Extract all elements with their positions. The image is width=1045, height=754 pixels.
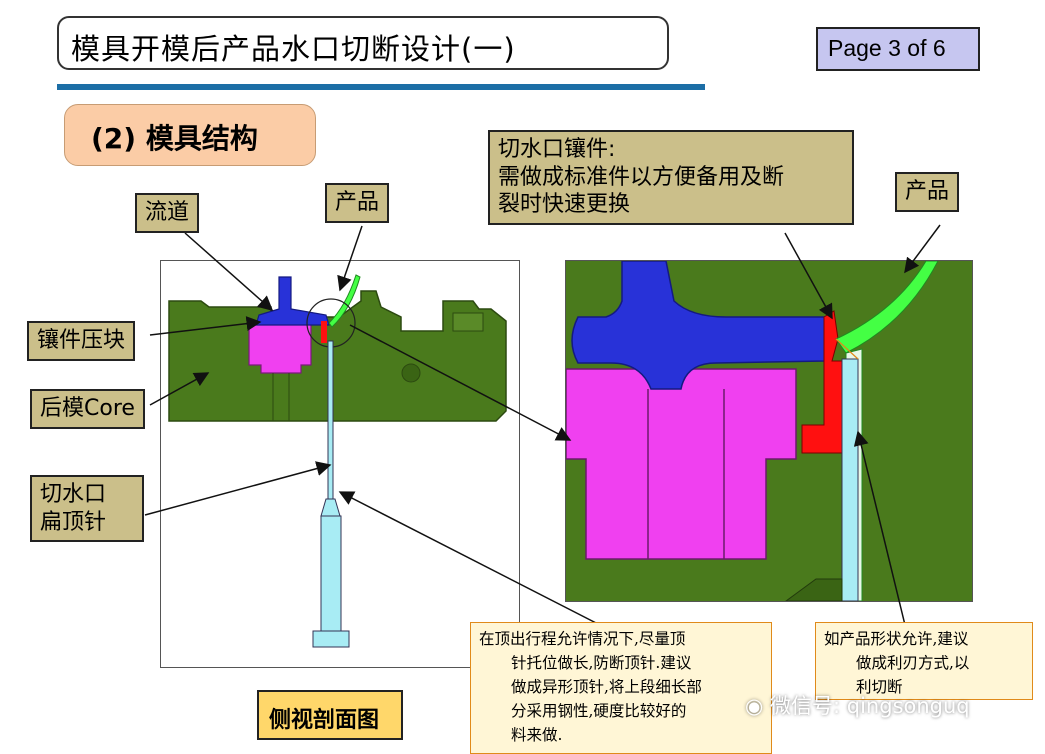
note-right-line: 利切断 [856, 678, 903, 697]
label-core: 后模Core [30, 389, 145, 429]
caption-text: 侧视剖面图 [269, 708, 380, 733]
label-cut-insert-line1: 需做成标准件以方便备用及断 [498, 164, 785, 190]
wechat-icon: ◉ [745, 694, 764, 718]
label-runner-text: 流道 [145, 200, 190, 225]
section-heading: (2) 模具结构 [91, 122, 258, 155]
core-ledge [452, 312, 484, 332]
leader-cut-insert [784, 232, 833, 320]
label-core-text: 后模Core [40, 396, 135, 421]
product-shape [328, 274, 361, 328]
cut-insert-shape [321, 321, 327, 343]
note-left-line: 做成异形顶针,将上段细长部 [511, 678, 702, 697]
note-right-line: 做成利刃方式,以 [856, 654, 970, 673]
label-ejector-line1: 切水口 [40, 482, 107, 507]
note-right-line: 如产品形状允许,建议 [824, 630, 969, 648]
caption-box: 侧视剖面图 [257, 690, 403, 740]
label-ejector: 切水口 扁顶针 [30, 475, 144, 542]
label-cut-insert-title: 切水口镶件: [498, 137, 616, 162]
label-insert-block-text: 镶件压块 [37, 328, 126, 353]
label-cut-insert-line2: 裂时快速更换 [498, 192, 631, 217]
leader-detail [349, 324, 572, 441]
watermark: ◉ 微信号: qingsonguq [745, 690, 970, 720]
leader-ejector [144, 461, 332, 516]
label-cut-insert: 切水口镶件: 需做成标准件以方便备用及断 裂时快速更换 [488, 130, 854, 225]
note-left-line: 在顶出行程允许情况下,尽量顶 [479, 630, 686, 648]
leader-product-left [337, 225, 363, 292]
detail-runner-shape [571, 260, 831, 390]
label-runner: 流道 [135, 193, 200, 233]
runner-shape [255, 276, 330, 326]
note-blade-advice: 如产品形状允许,建议 做成利刃方式,以 利切断 [815, 622, 1033, 700]
leader-runner [184, 232, 274, 311]
page-indicator: Page 3 of 6 [828, 35, 946, 61]
label-ejector-line2: 扁顶针 [40, 509, 107, 535]
title-underline [57, 84, 705, 90]
leader-note-left [338, 491, 601, 626]
leader-product-right [904, 224, 941, 274]
label-product-right-text: 产品 [905, 179, 950, 204]
label-product-right: 产品 [895, 172, 960, 212]
side-section-panel [160, 260, 520, 668]
detail-panel [565, 260, 973, 602]
section-heading-box: (2) 模具结构 [64, 104, 316, 166]
detail-insert-shape [565, 368, 797, 560]
ejector-head [312, 630, 350, 648]
page-indicator-box: Page 3 of 6 [816, 27, 980, 71]
page-title: 模具开模后产品水口切断设计(一) [71, 32, 516, 66]
note-left-line: 针托位做长,防断顶针.建议 [511, 654, 692, 673]
label-product-left: 产品 [325, 183, 390, 223]
watermark-text: 微信号: qingsonguq [770, 694, 970, 718]
title-box: 模具开模后产品水口切断设计(一) [57, 16, 669, 70]
mold-detail-drawing [565, 260, 972, 602]
leader-core [149, 372, 210, 406]
note-left-line: 料来做. [511, 726, 563, 745]
note-ejector-advice: 在顶出行程允许情况下,尽量顶 针托位做长,防断顶针.建议 做成异形顶针,将上段细… [470, 622, 772, 754]
detail-product-shape [835, 260, 939, 354]
label-insert-block: 镶件压块 [27, 321, 136, 361]
label-product-left-text: 产品 [335, 190, 380, 215]
leader-insert-block [149, 316, 262, 336]
note-left-line: 分采用钢性,硬度比较好的 [511, 702, 687, 721]
leader-note-right [853, 430, 906, 626]
core-hole [401, 363, 421, 383]
